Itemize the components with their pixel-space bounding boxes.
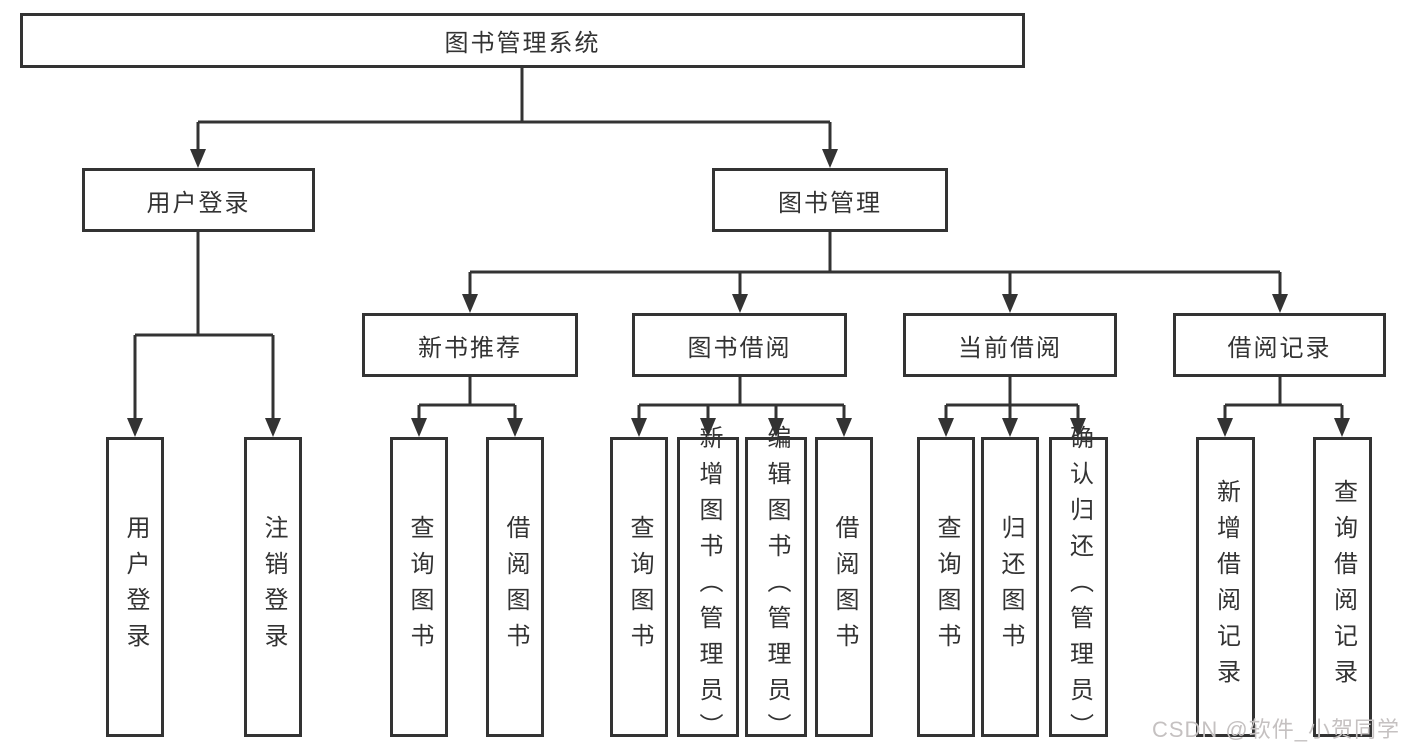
leaf-borrow-books-2: 借阅图书 [815, 437, 873, 737]
leaf-borrow-books-1: 借阅图书 [486, 437, 544, 737]
watermark: CSDN @软件_小贺同学 [1151, 717, 1400, 742]
leaf-query-books-1: 查询图书 [390, 437, 448, 737]
node-user-login: 用户登录 [82, 168, 315, 232]
leaf-add-book-admin: 新增图书（管理员） [677, 425, 739, 747]
leaf-user-login: 用户登录 [106, 437, 164, 737]
leaf-return-book: 归还图书 [981, 437, 1039, 737]
leaf-logout: 注销登录 [244, 437, 302, 737]
node-book-borrowing: 图书借阅 [632, 313, 847, 377]
leaf-confirm-return-admin: 确认归还（管理员） [1049, 425, 1108, 747]
connector-edges [133, 68, 1344, 420]
leaf-query-books-2: 查询图书 [610, 437, 668, 737]
node-library-management-system: 图书管理系统 [20, 13, 1025, 68]
leaf-query-borrow-record: 查询借阅记录 [1313, 437, 1372, 737]
leaf-edit-book-admin: 编辑图书（管理员） [745, 425, 807, 747]
node-book-management: 图书管理 [712, 168, 948, 232]
node-new-book-recommendation: 新书推荐 [362, 313, 578, 377]
leaf-add-borrow-record: 新增借阅记录 [1196, 437, 1255, 737]
leaf-query-books-3: 查询图书 [917, 437, 975, 737]
node-current-borrowing: 当前借阅 [903, 313, 1117, 377]
node-borrowing-records: 借阅记录 [1173, 313, 1386, 377]
